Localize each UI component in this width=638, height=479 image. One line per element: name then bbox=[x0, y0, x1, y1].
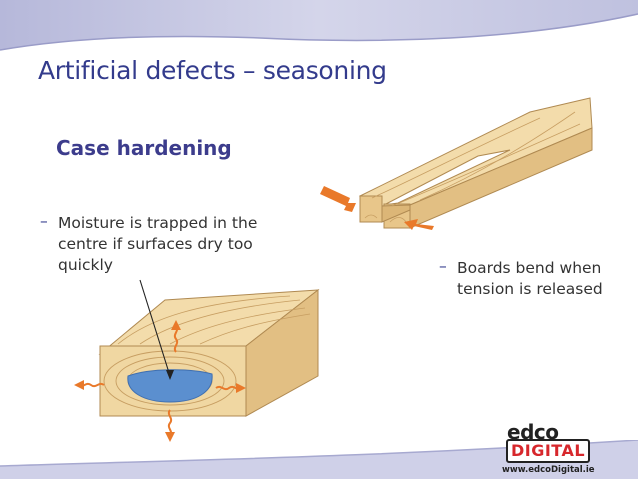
bullet-moisture: – Moisture is trapped in the centre if s… bbox=[40, 212, 258, 276]
top-wave-band bbox=[0, 0, 638, 51]
logo-url-text: www.edcoDigital.ie bbox=[502, 465, 595, 475]
bullet-line: Moisture is trapped in the bbox=[58, 214, 258, 232]
bullet-dash: – bbox=[439, 257, 447, 275]
bullet-line: quickly bbox=[58, 256, 113, 274]
bullet-line: Boards bend when bbox=[457, 259, 602, 277]
section-subtitle: Case hardening bbox=[56, 136, 232, 160]
bullet-line: tension is released bbox=[457, 280, 603, 298]
slide-title: Artificial defects – seasoning bbox=[38, 56, 387, 85]
bullet-dash: – bbox=[40, 212, 48, 230]
bullet-boards-bend: – Boards bend when tension is released bbox=[439, 257, 603, 300]
moisture-core bbox=[127, 369, 213, 403]
logo-digital-text: DIGITAL bbox=[506, 439, 590, 463]
edco-digital-logo: edco DIGITAL www.edcoDigital.ie bbox=[490, 420, 598, 478]
bullet-line: centre if surfaces dry too bbox=[58, 235, 253, 253]
